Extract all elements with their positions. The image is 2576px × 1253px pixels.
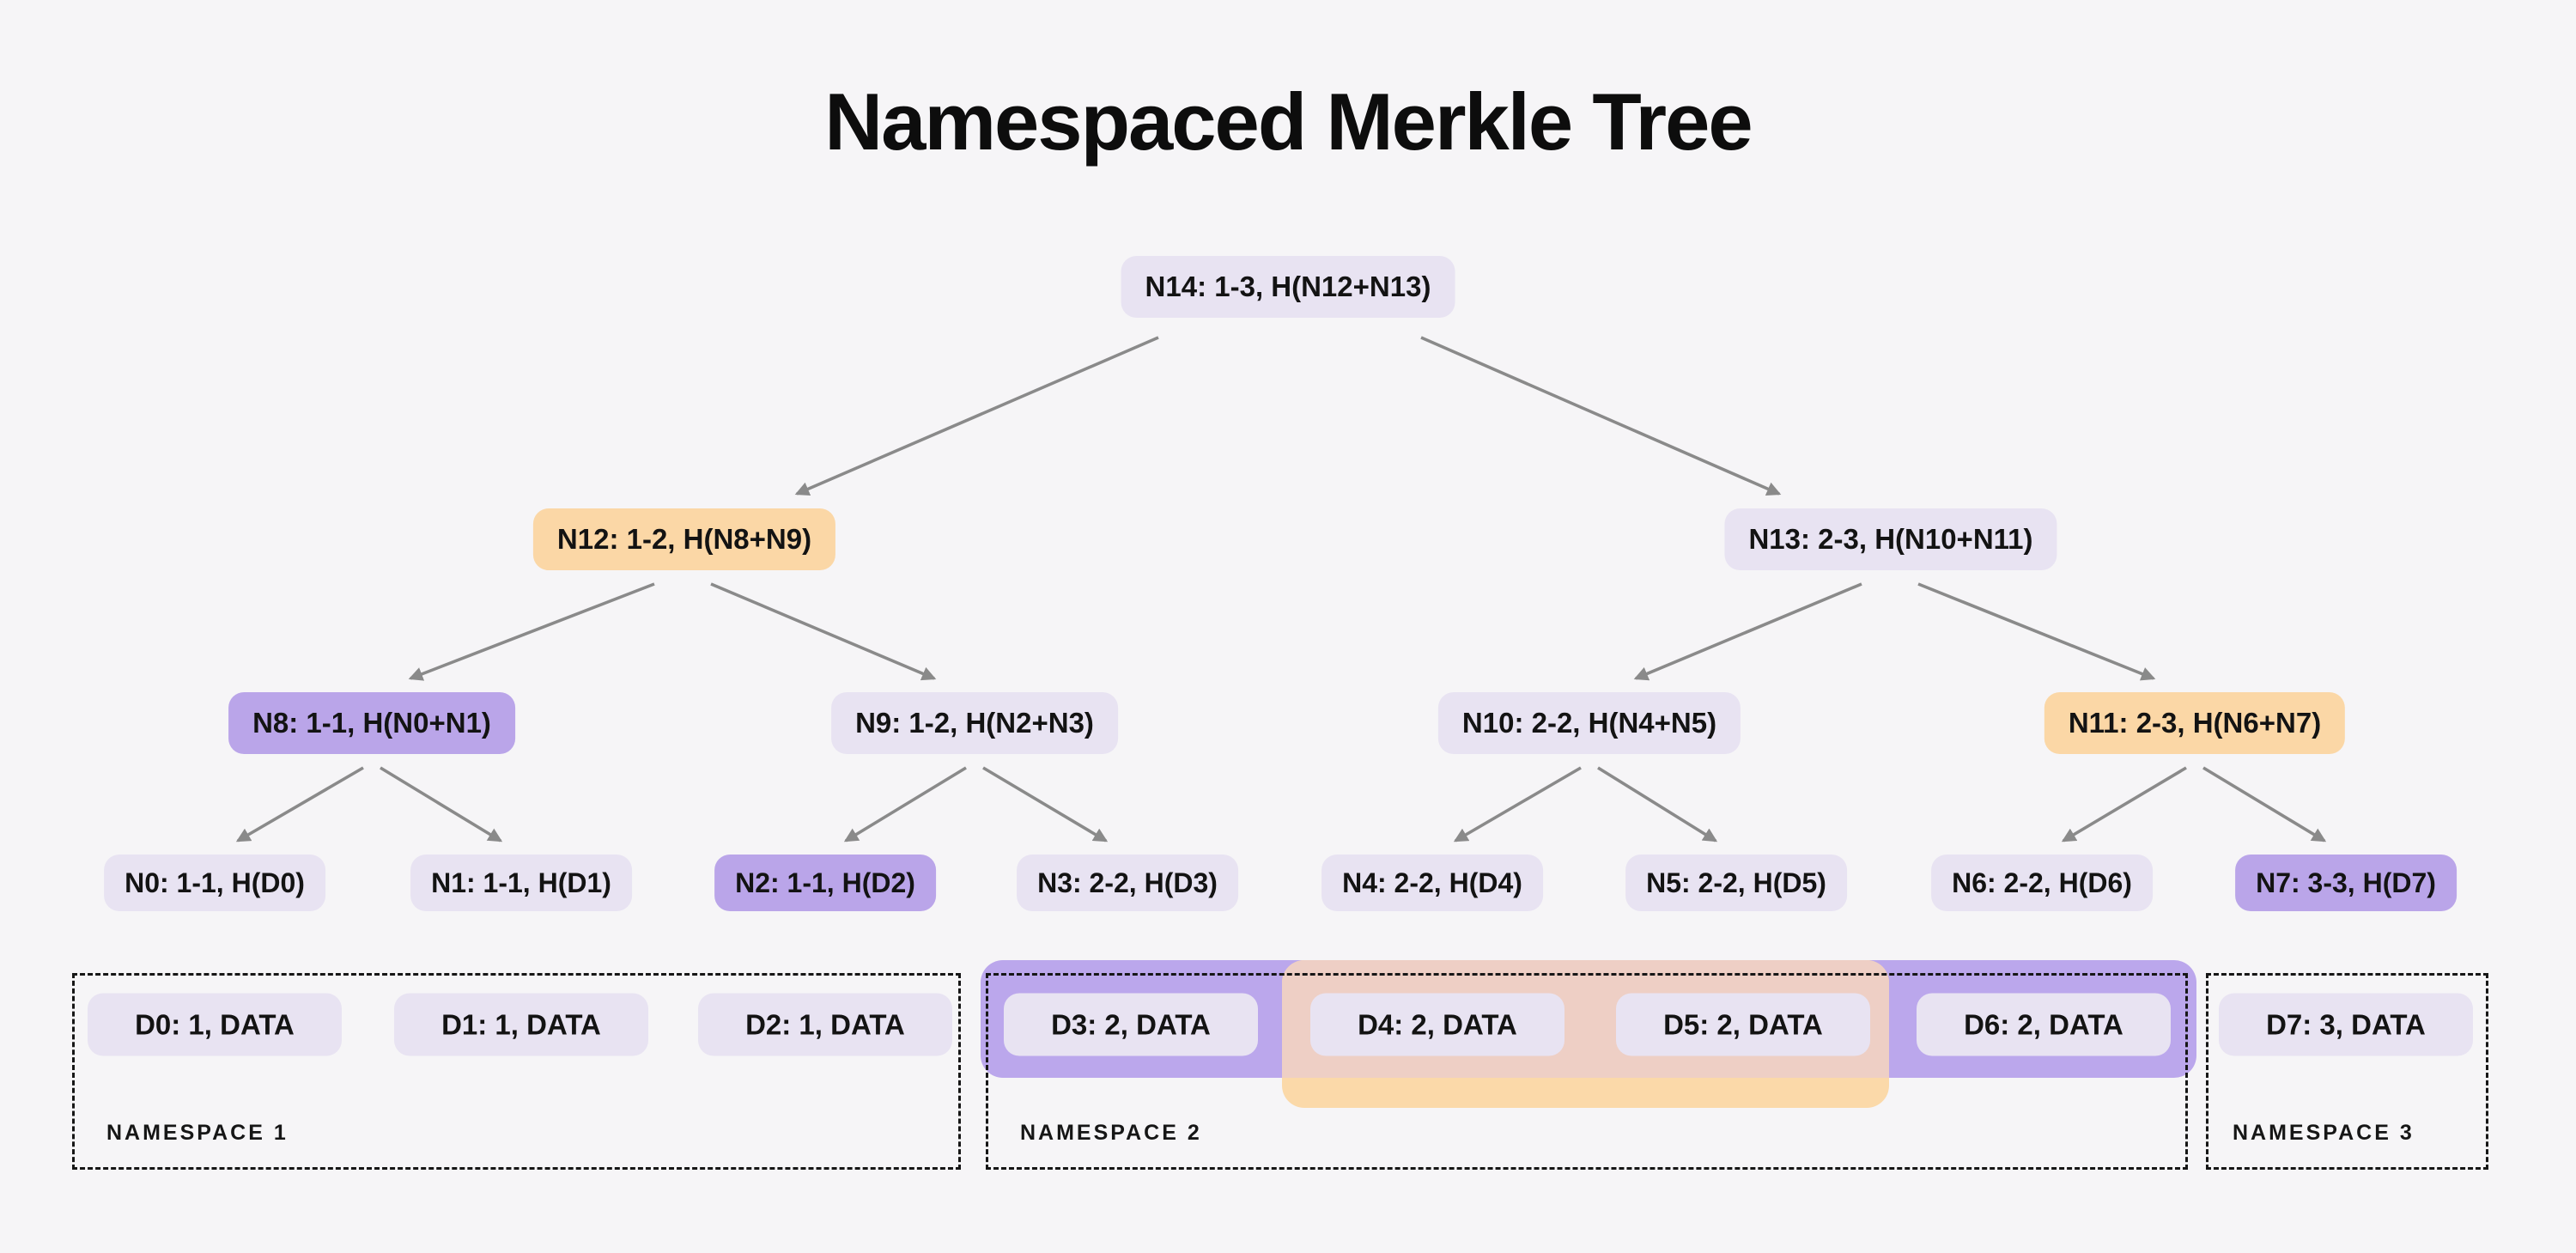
tree-node-n10: N10: 2-2, H(N4+N5) [1437,692,1741,754]
data-block-d3: D3: 2, DATA [1004,993,1258,1056]
namespace-3-box [2206,973,2488,1170]
tree-node-n0: N0: 1-1, H(D0) [104,855,325,911]
tree-node-label: N10: 2-2, H(N4+N5) [1461,707,1717,739]
tree-node-label: N3: 2-2, H(D3) [1037,867,1218,898]
data-block-d7: D7: 3, DATA [2219,993,2473,1056]
tree-node-n8: N8: 1-1, H(N0+N1) [228,692,515,754]
edge-n9-n3 [982,766,1109,842]
edge-n10-n4 [1453,766,1582,842]
data-block-label: D0: 1, DATA [135,1008,295,1040]
tree-node-label: N11: 2-3, H(N6+N7) [2068,707,2322,739]
edge-n14-n12 [794,336,1159,496]
diagram-title: Namespaced Merkle Tree [824,76,1753,167]
data-block-label: D6: 2, DATA [1964,1008,2123,1040]
tree-node-n12: N12: 1-2, H(N8+N9) [532,508,836,570]
edge-n13-n11 [1917,582,2156,681]
edge-n11-n6 [2061,766,2187,842]
tree-node-n11: N11: 2-3, H(N6+N7) [2044,692,2346,754]
tree-node-label: N7: 3-3, H(D7) [2256,867,2436,898]
data-block-label: D2: 1, DATA [745,1008,905,1040]
data-block-d4: D4: 2, DATA [1310,993,1564,1056]
namespace-1-label: NAMESPACE 1 [106,1121,289,1145]
tree-node-label: N9: 1-2, H(N2+N3) [855,707,1094,739]
tree-node-n6: N6: 2-2, H(D6) [1931,855,2153,911]
data-block-label: D1: 1, DATA [441,1008,601,1040]
tree-node-label: N4: 2-2, H(D4) [1342,867,1522,898]
data-block-d6: D6: 2, DATA [1917,993,2171,1056]
data-block-label: D7: 3, DATA [2266,1008,2426,1040]
data-block-d5: D5: 2, DATA [1616,993,1870,1056]
edge-n9-n2 [843,766,967,842]
tree-node-n3: N3: 2-2, H(D3) [1017,855,1238,911]
namespace-2-label: NAMESPACE 2 [1020,1121,1202,1145]
namespace-1-box [72,973,961,1170]
data-block-label: D3: 2, DATA [1051,1008,1211,1040]
tree-node-label: N12: 1-2, H(N8+N9) [556,523,812,555]
edge-n8-n1 [380,766,503,842]
edge-n13-n10 [1633,582,1862,681]
tree-node-n9: N9: 1-2, H(N2+N3) [831,692,1118,754]
edge-n11-n7 [2202,766,2327,842]
tree-node-n7: N7: 3-3, H(D7) [2235,855,2457,911]
tree-node-label: N2: 1-1, H(D2) [735,867,915,898]
tree-node-n4: N4: 2-2, H(D4) [1321,855,1543,911]
tree-node-label: N1: 1-1, H(D1) [431,867,611,898]
tree-node-label: N14: 1-3, H(N12+N13) [1145,271,1431,302]
tree-node-label: N5: 2-2, H(D5) [1646,867,1826,898]
edge-n14-n13 [1420,336,1782,496]
tree-node-n5: N5: 2-2, H(D5) [1625,855,1847,911]
data-block-d2: D2: 1, DATA [698,993,952,1056]
edge-n12-n8 [408,582,655,681]
tree-node-label: N6: 2-2, H(D6) [1952,867,2132,898]
namespace-3-label: NAMESPACE 3 [2233,1121,2415,1145]
tree-node-n13: N13: 2-3, H(N10+N11) [1724,508,2057,570]
edge-n8-n0 [235,766,364,842]
namespace-2-box [986,973,2188,1170]
tree-node-label: N13: 2-3, H(N10+N11) [1748,523,2033,555]
edge-n10-n5 [1597,766,1718,842]
tree-node-label: N0: 1-1, H(D0) [125,867,305,898]
edge-n12-n9 [710,582,937,681]
tree-node-n2: N2: 1-1, H(D2) [714,855,936,911]
data-block-label: D4: 2, DATA [1358,1008,1517,1040]
data-block-d1: D1: 1, DATA [394,993,648,1056]
data-block-label: D5: 2, DATA [1663,1008,1823,1040]
data-block-d0: D0: 1, DATA [88,993,342,1056]
tree-node-label: N8: 1-1, H(N0+N1) [252,707,491,739]
tree-node-n14: N14: 1-3, H(N12+N13) [1121,256,1455,318]
tree-node-n1: N1: 1-1, H(D1) [410,855,632,911]
